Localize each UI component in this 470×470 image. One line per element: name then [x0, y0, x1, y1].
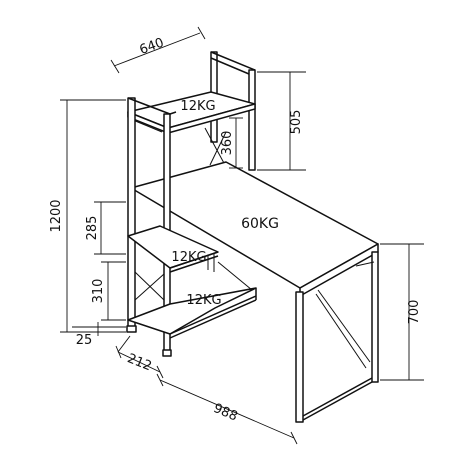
dim-label-desk-height: 700 [407, 300, 422, 325]
load-label-top-shelf: 12KG [180, 99, 215, 114]
dim-label-total-height: 1200 [49, 199, 64, 232]
dimension-lines [60, 26, 424, 445]
dim-label-shelf-depth: 212 [125, 351, 154, 374]
tower-feet [126, 325, 172, 357]
load-label-middle-shelf: 12KG [171, 250, 206, 265]
dim-label-middle-gap: 285 [85, 216, 100, 241]
bottom-shelf [127, 261, 257, 339]
dim-label-foot: 25 [76, 333, 93, 348]
desk-legs [295, 251, 379, 423]
dim-label-upper-gap: 360 [220, 131, 235, 156]
middle-shelf [127, 225, 219, 301]
dim-label-depth: 640 [138, 35, 166, 58]
dim-label-length: 988 [211, 401, 240, 425]
load-label-desktop: 60KG [241, 216, 279, 232]
dim-label-lower-gap: 310 [91, 279, 106, 304]
dim-label-top-shelf-height: 505 [289, 110, 304, 135]
load-label-bottom-shelf: 12KG [186, 293, 221, 308]
